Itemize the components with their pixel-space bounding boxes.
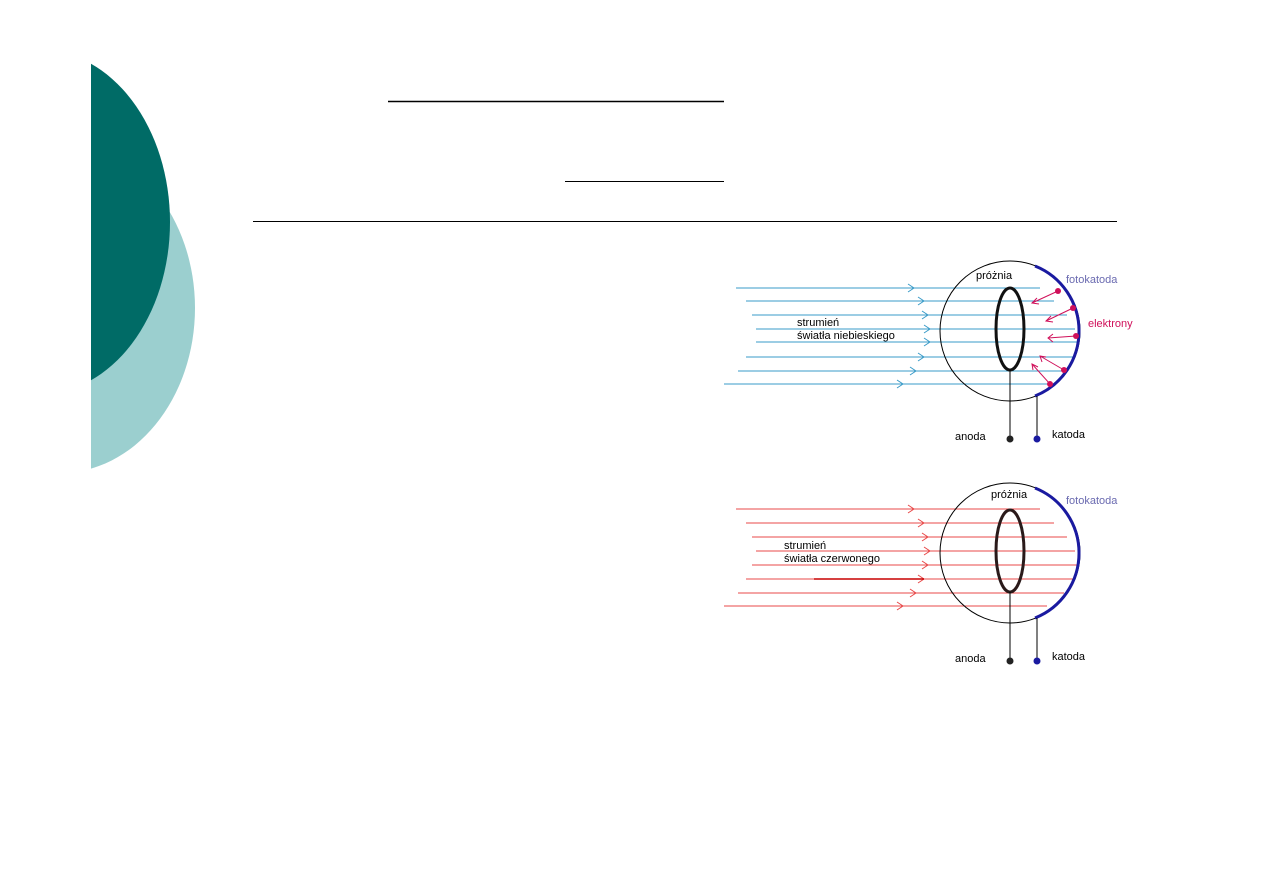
cathode-terminal xyxy=(1033,435,1041,443)
cathode-label: katoda xyxy=(1052,429,1086,441)
anode-terminal-red xyxy=(1006,657,1014,665)
vacuum-label-red: próżnia xyxy=(991,489,1028,501)
beam-label-line1: strumień xyxy=(797,317,839,329)
emitted-electrons xyxy=(1030,290,1077,385)
title-lines xyxy=(253,100,1117,222)
beam-label-line1-red: strumień xyxy=(784,540,826,552)
beam-label-line2-red: światła czerwonego xyxy=(784,553,880,565)
side-decoration xyxy=(91,63,195,469)
anode-terminal xyxy=(1006,435,1014,443)
photocathode-label-red: fotokatoda xyxy=(1066,495,1118,507)
photocathode-arc xyxy=(1034,264,1081,398)
photocell-diagram-blue: próżnia fotokatoda elektrony strumień św… xyxy=(724,260,1133,443)
anode-label: anoda xyxy=(955,431,986,443)
vacuum-label: próżnia xyxy=(976,270,1013,282)
photocathode-label: fotokatoda xyxy=(1066,274,1118,286)
dark-teal-ellipse xyxy=(91,63,170,381)
cathode-terminal-red xyxy=(1033,657,1041,665)
electrons-label: elektrony xyxy=(1088,318,1133,330)
photocathode-arc-red xyxy=(1034,486,1081,620)
anode-label-red: anoda xyxy=(955,653,986,665)
cathode-label-red: katoda xyxy=(1052,651,1086,663)
beam-label-line2: światła niebieskiego xyxy=(797,330,895,342)
photocell-diagram-red: próżnia fotokatoda strumień światła czer… xyxy=(724,482,1118,665)
electron-dots xyxy=(1047,288,1079,387)
